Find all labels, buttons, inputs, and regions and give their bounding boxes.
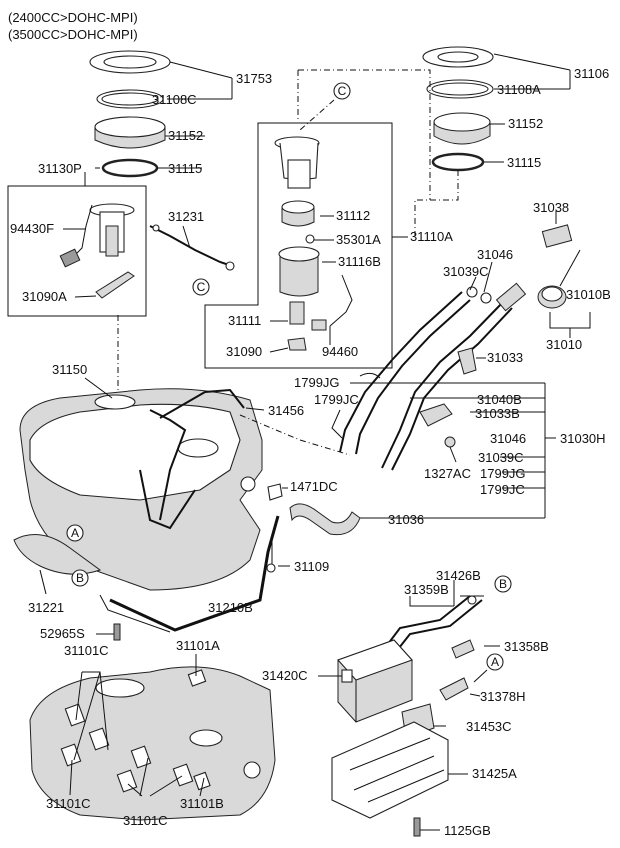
label-31359B: 31359B bbox=[404, 582, 449, 597]
canister-bracket-31425A bbox=[331, 721, 449, 819]
sender-31090A bbox=[95, 271, 135, 299]
label-31101B: 31101B bbox=[180, 796, 224, 811]
svg-text:B: B bbox=[76, 571, 84, 585]
left-seal-stack bbox=[89, 50, 171, 178]
marker-b-right: B bbox=[494, 575, 512, 593]
svg-text:C: C bbox=[338, 84, 347, 98]
svg-text:C: C bbox=[197, 280, 206, 294]
label-31426B: 31426B bbox=[436, 568, 481, 583]
label-31039C-mid: 31039C bbox=[478, 450, 524, 465]
pump-assembly-31130P bbox=[59, 203, 135, 268]
label-31040B: 31040B bbox=[477, 392, 522, 407]
fuel-cap-31010B bbox=[537, 249, 581, 309]
label-31150: 31150 bbox=[52, 362, 87, 377]
fuel-tank-lower-view bbox=[29, 666, 276, 821]
svg-text:A: A bbox=[491, 655, 499, 669]
label-1471DC: 1471DC bbox=[290, 479, 338, 494]
label-31210B: 31210B bbox=[208, 600, 253, 615]
label-31010B: 31010B bbox=[566, 287, 611, 302]
label-31090A: 31090A bbox=[22, 289, 67, 304]
label-31221: 31221 bbox=[28, 600, 64, 615]
label-52965S: 52965S bbox=[40, 626, 85, 641]
label-1799JG-top: 1799JG bbox=[294, 375, 340, 390]
label-31108C: 31108C bbox=[152, 92, 197, 107]
marker-c-left: C bbox=[192, 278, 210, 296]
label-31152-right: 31152 bbox=[508, 116, 543, 131]
label-31420C: 31420C bbox=[262, 668, 308, 683]
bracket-31033B bbox=[419, 403, 453, 427]
fuel-line-31231 bbox=[149, 224, 235, 271]
marker-c-top: C bbox=[333, 82, 351, 100]
svg-text:A: A bbox=[71, 526, 79, 540]
label-31101C-top: 31101C bbox=[64, 643, 109, 658]
label-31033: 31033 bbox=[487, 350, 523, 365]
label-31456: 31456 bbox=[268, 403, 304, 418]
label-31116B: 31116B bbox=[338, 254, 381, 269]
fuel-tank-31150 bbox=[19, 388, 263, 591]
label-31111: 31111 bbox=[228, 313, 261, 328]
nut-31109 bbox=[266, 563, 276, 573]
engine-variant-1: (2400CC>DOHC-MPI) bbox=[8, 10, 138, 25]
label-31106: 31106 bbox=[574, 66, 609, 81]
hose-31378H bbox=[439, 677, 469, 701]
label-31101C-bottom-left: 31101C bbox=[46, 796, 91, 811]
label-31753: 31753 bbox=[236, 71, 272, 86]
label-31038 bbox=[541, 224, 573, 248]
label-31110A: 31110A bbox=[410, 229, 453, 244]
label-1327AC: 1327AC bbox=[424, 466, 471, 481]
label-31033B: 31033B bbox=[475, 406, 520, 421]
label-1125GB: 1125GB bbox=[444, 823, 491, 838]
label-31046-top: 31046 bbox=[477, 247, 513, 262]
bolt-1327AC bbox=[444, 436, 456, 448]
label-31090: 31090 bbox=[226, 344, 262, 359]
label-31425A: 31425A bbox=[472, 766, 517, 781]
label-31038: 31038 bbox=[533, 200, 569, 215]
label-1799JC-mid: 1799JC bbox=[480, 482, 525, 497]
clamp-1471DC bbox=[267, 483, 283, 501]
label-1799JG-mid: 1799JG bbox=[480, 466, 526, 481]
label-31108A: 31108A bbox=[497, 82, 541, 97]
label-31115-left: 31115 bbox=[168, 161, 202, 176]
canister-31420C bbox=[337, 639, 413, 723]
label-31152-left: 31152 bbox=[168, 128, 203, 143]
label-94460: 94460 bbox=[322, 344, 358, 359]
hose-31358B bbox=[451, 639, 475, 659]
filler-pipes bbox=[339, 282, 527, 471]
bracket-31033 bbox=[457, 347, 477, 375]
label-1799JC-top: 1799JC bbox=[314, 392, 359, 407]
svg-text:B: B bbox=[499, 577, 507, 591]
pump-module-31110A bbox=[274, 136, 353, 351]
label-31046-mid: 31046 bbox=[490, 431, 526, 446]
label-31036: 31036 bbox=[388, 512, 424, 527]
strap-31210B bbox=[109, 515, 280, 632]
label-31453C: 31453C bbox=[466, 719, 512, 734]
label-31112: 31112 bbox=[336, 208, 370, 223]
label-31109: 31109 bbox=[294, 559, 329, 574]
label-31030H: 31030H bbox=[560, 431, 606, 446]
bolt-1125GB bbox=[413, 817, 421, 837]
label-94430F: 94430F bbox=[10, 221, 54, 236]
filler-hose-31036 bbox=[289, 503, 361, 536]
right-seal-stack bbox=[422, 46, 494, 172]
label-31358B: 31358B bbox=[504, 639, 549, 654]
bolt-52965S bbox=[113, 623, 121, 641]
marker-b-left: B bbox=[71, 569, 89, 587]
marker-a-right: A bbox=[486, 653, 504, 671]
label-31231: 31231 bbox=[168, 209, 204, 224]
label-31130P: 31130P bbox=[38, 161, 82, 176]
label-31039C-top: 31039C bbox=[443, 264, 489, 279]
marker-a-left: A bbox=[66, 524, 84, 542]
label-31101C-bottom-mid: 31101C bbox=[123, 813, 168, 828]
label-31010: 31010 bbox=[546, 337, 582, 352]
label-31378H: 31378H bbox=[480, 689, 526, 704]
label-31115-right: 31115 bbox=[507, 155, 541, 170]
label-31101A: 31101A bbox=[176, 638, 220, 653]
label-35301A: 35301A bbox=[336, 232, 381, 247]
engine-variant-2: (3500CC>DOHC-MPI) bbox=[8, 27, 138, 42]
